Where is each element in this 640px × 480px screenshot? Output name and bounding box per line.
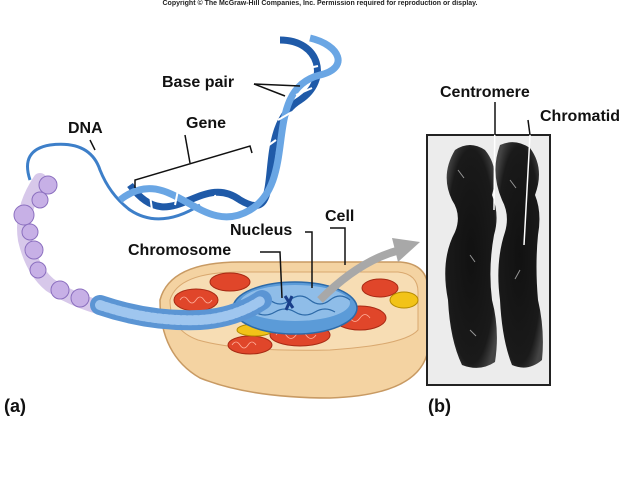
label-chromosome: Chromosome: [128, 242, 232, 259]
micrograph-panel: [426, 102, 551, 386]
label-gene: Gene: [186, 115, 227, 132]
dna-double-helix: [117, 34, 342, 221]
label-centromere: Centromere: [440, 84, 530, 101]
label-dna: DNA: [68, 120, 103, 137]
label-chromatid: Chromatid: [540, 108, 620, 125]
panel-label-b: (b): [428, 396, 451, 416]
label-nucleus: Nucleus: [230, 222, 293, 239]
chromatin-fiber: [13, 142, 272, 331]
golgi-body: [389, 291, 419, 309]
cell-illustration: [159, 261, 429, 399]
zoom-arrow: [317, 246, 402, 303]
copyright-notice: Copyright © The McGraw-Hill Companies, I…: [162, 0, 478, 7]
panel-label-a: (a): [4, 396, 26, 416]
label-base-pair: Base pair: [162, 74, 235, 91]
label-cell: Cell: [325, 208, 355, 225]
